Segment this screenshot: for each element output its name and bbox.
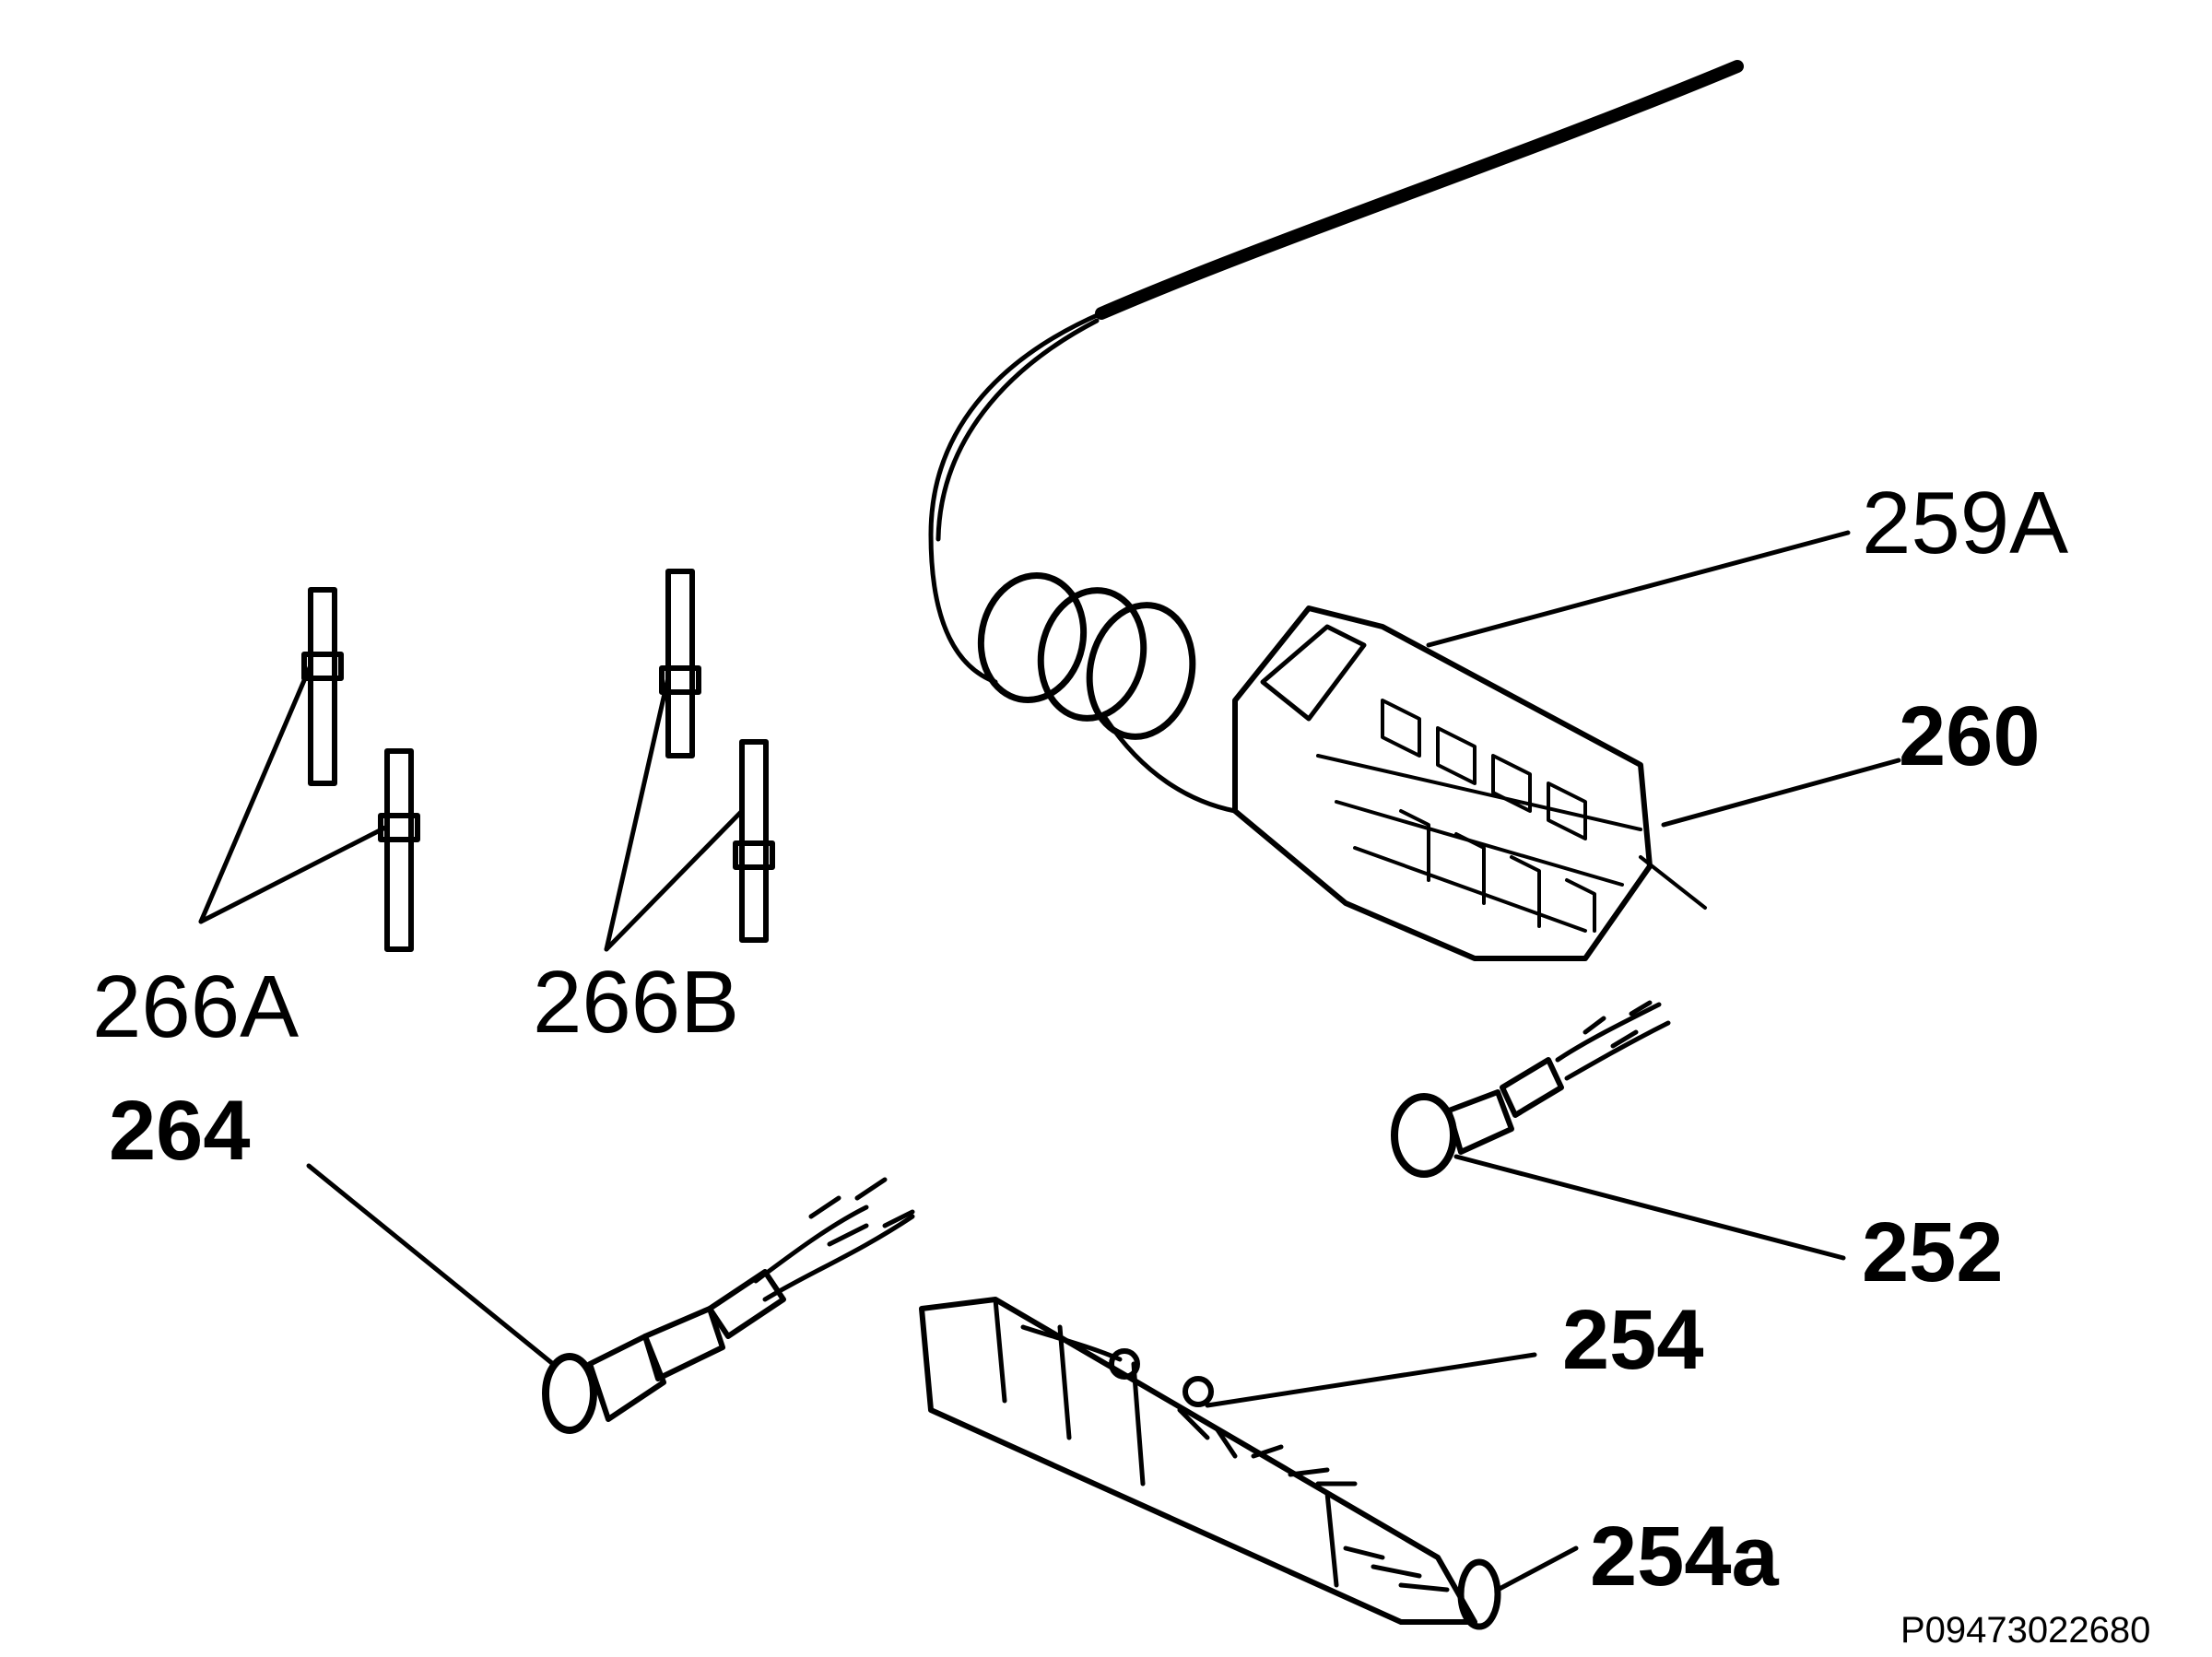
label-259A: 259A <box>1862 474 2068 572</box>
label-260: 260 <box>1899 689 2041 783</box>
label-264: 264 <box>109 1084 251 1178</box>
pin-pair-266B <box>604 569 775 952</box>
label-254a: 254a <box>1590 1510 1779 1604</box>
pin-pair-266A <box>198 587 420 952</box>
leader-252 <box>1453 1154 1846 1261</box>
leader-264 <box>306 1163 556 1367</box>
label-266A: 266A <box>92 958 299 1056</box>
leader-259A <box>1426 530 1851 648</box>
part-254 <box>919 1297 1579 1630</box>
part-264 <box>542 1177 915 1434</box>
cable-harness-assembly <box>928 60 1744 961</box>
label-252: 252 <box>1862 1205 2004 1299</box>
label-266B: 266B <box>533 953 739 1052</box>
part-252 <box>1391 1000 1671 1178</box>
leader-260 <box>1661 758 1901 828</box>
drawing-code: P09473022680 <box>1900 1610 2150 1651</box>
label-254: 254 <box>1562 1293 1704 1387</box>
